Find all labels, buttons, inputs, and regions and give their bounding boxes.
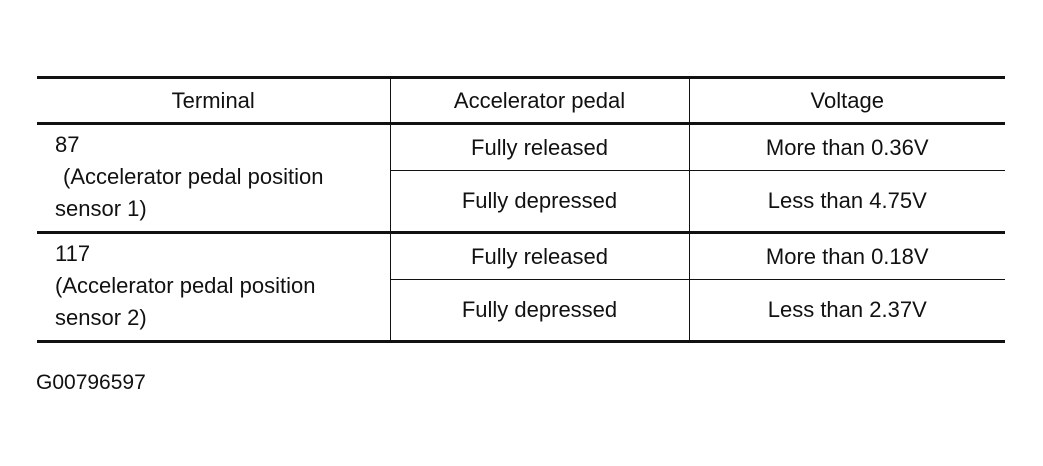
terminal-description: (Accelerator pedal position [55, 273, 316, 298]
terminal-description: (Accelerator pedal position [63, 164, 324, 189]
terminal-number: 87 [55, 132, 80, 157]
figure-id: G00796597 [36, 371, 146, 394]
voltage-cell: Less than 2.37V [688, 279, 1005, 343]
header-accelerator-pedal: Accelerator pedal [389, 76, 690, 125]
pedal-state-cell: Fully depressed [390, 279, 690, 343]
voltage-cell: More than 0.18V [688, 231, 1005, 280]
terminal-cell: 117 (Accelerator pedal position sensor 2… [37, 231, 391, 343]
pedal-state-cell: Fully released [389, 231, 690, 280]
header-terminal: Terminal [37, 76, 391, 125]
header-row: Terminal Accelerator pedal Voltage [37, 76, 1005, 125]
header-voltage: Voltage [688, 76, 1005, 125]
table-row: 87 (Accelerator pedal position sensor 1)… [37, 123, 1005, 233]
terminal-number: 117 [55, 241, 91, 266]
table-row: 117 (Accelerator pedal position sensor 2… [37, 231, 1005, 343]
terminal-description: sensor 1) [55, 196, 147, 221]
spec-table: Terminal Accelerator pedal Voltage 87 (A… [37, 76, 1005, 343]
pedal-state-cell: Fully released [389, 123, 690, 171]
terminal-cell: 87 (Accelerator pedal position sensor 1) [37, 123, 391, 233]
pedal-state-cell: Fully depressed [390, 170, 690, 233]
voltage-cell: Less than 4.75V [688, 170, 1005, 233]
voltage-cell: More than 0.36V [688, 123, 1005, 171]
table-row: Fully depressed Less than 4.75V [37, 170, 1005, 233]
table-row: Fully depressed Less than 2.37V [37, 279, 1005, 343]
terminal-description: sensor 2) [55, 305, 147, 330]
